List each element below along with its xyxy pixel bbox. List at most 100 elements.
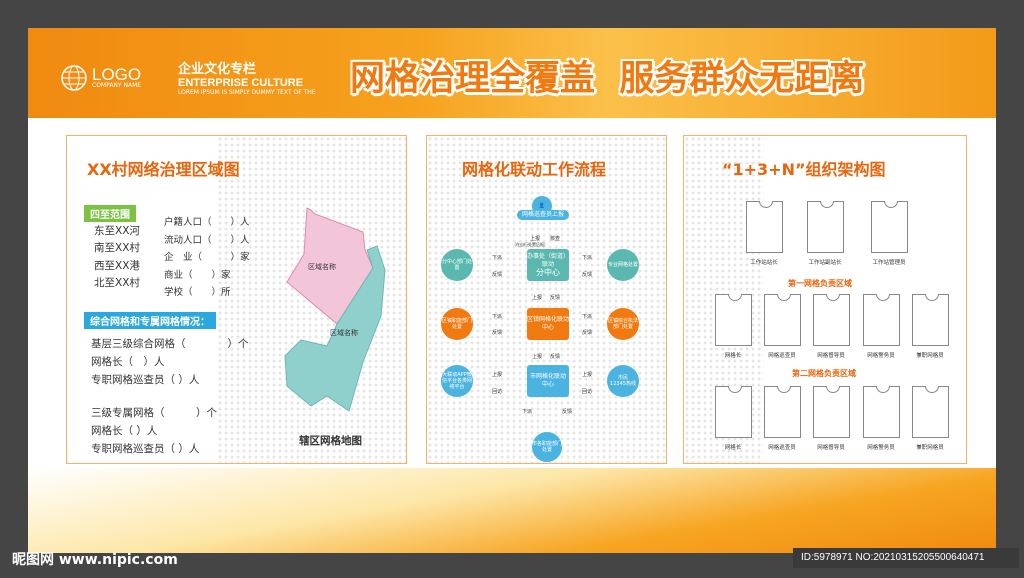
role-label: 网格巡查员 <box>768 445 796 451</box>
node-city-depts: 市各职能部门处置 <box>532 432 562 462</box>
arrow-label: 反馈 <box>550 295 561 301</box>
globe-icon <box>61 65 87 91</box>
role-label: 网格警务员 <box>867 353 895 359</box>
region-map <box>284 207 386 412</box>
arrow-label: 反馈 <box>550 354 561 360</box>
role-label: 工作站站长 <box>750 260 778 266</box>
node-inspector-report: 网格巡查员上报 <box>517 210 569 220</box>
photo-card <box>807 201 844 253</box>
arrow-label: 上报 <box>532 295 543 301</box>
node-label: 市网格化联动 <box>529 373 566 380</box>
region-map-panel: XX村网络治理区域图 四至范围 东至XX河 南至XX村 西至XX港 北至XX村 … <box>66 135 407 464</box>
stat: 户籍人口（ ）人 <box>164 217 250 228</box>
photo-card <box>764 294 801 346</box>
arrow-label: 反馈 <box>492 330 503 336</box>
column-cn: 企业文化专栏 <box>178 62 257 77</box>
slogan: 网格治理全覆盖 服务群众无距离 <box>350 59 865 99</box>
photo-card <box>871 201 908 253</box>
bound-north: 北至XX村 <box>94 277 140 289</box>
role-label: 网格督导员 <box>817 353 845 359</box>
photo-card <box>912 386 949 438</box>
arrow-label: 下派 <box>492 314 503 320</box>
stat: 企 业（ ）家 <box>164 252 250 263</box>
node-label: 办事处（街道）联动 <box>527 253 570 268</box>
arrow-label: 回访 <box>492 389 503 395</box>
node-label: 12345热线 <box>610 381 636 387</box>
note: （在自行处置后报） <box>512 242 548 247</box>
arrow-label: 回访 <box>582 389 593 395</box>
stat: 商业（ ）家 <box>164 270 231 281</box>
node-label: 中心 <box>541 381 554 388</box>
node-subcenter: 办事处（街道）联动分中心 <box>527 249 569 281</box>
arrow-label: 上报 <box>582 372 593 378</box>
watermark-id: ID:5978971 NO:20210315205500640471 <box>793 548 1019 568</box>
photo-card <box>813 294 850 346</box>
node-district-dept: 区镇职能部门处置 <box>441 308 473 340</box>
grid-stat: 基层三级综合网格（ ）个 <box>91 338 249 350</box>
map-caption: 辖区网格地图 <box>299 435 362 447</box>
photo-card <box>746 201 783 253</box>
bound-west: 西至XX港 <box>94 260 140 272</box>
dot-map-bg <box>427 136 666 463</box>
grid-tag: 综合网格和专属网格情况： <box>84 312 216 329</box>
photo-card <box>764 386 801 438</box>
column-title: 企业文化专栏 ENTERPRISE CULTURE LOREM IPSUM IS… <box>178 58 316 96</box>
node-label: 分中心 <box>536 268 560 277</box>
photo-card <box>912 294 949 346</box>
arrow-label: 反馈 <box>562 409 573 415</box>
area-label: 区域名称 <box>308 263 336 271</box>
zone-title: 第一网格负责区域 <box>788 279 852 288</box>
photo-card <box>863 386 900 438</box>
bound-south: 南至XX村 <box>94 242 140 254</box>
stat: 学校（ ）所 <box>164 287 231 298</box>
watermark-site: 昵图网 www.nipic.com <box>12 552 178 568</box>
footer-swoosh <box>28 468 996 553</box>
column-lorem: LOREM IPSUM IS SIMPLY DUMMY TEXT OF THE <box>178 89 316 96</box>
arrow-label: 上报 <box>532 354 543 360</box>
area-label: 区域名称 <box>330 329 358 337</box>
node-subcenter-dept: 分中心部门处置 <box>441 249 473 281</box>
photo-card <box>715 386 752 438</box>
role-label: 网格巡查员 <box>768 353 796 359</box>
node-app-platform: 大联动APP微信平台各类网络平台 <box>441 365 473 397</box>
bound-east: 东至XX河 <box>94 225 140 237</box>
node-label: 市民 <box>617 375 628 381</box>
arrow-label: 反馈 <box>582 272 593 278</box>
company-name: COMPANY NAME <box>92 82 142 89</box>
photo-card <box>813 386 850 438</box>
node-label: 区镇网格化联动 <box>527 316 570 323</box>
arrow-label: 反馈 <box>582 330 593 336</box>
arrow-label: 上报 <box>530 236 541 242</box>
arrow-label: 下派 <box>582 314 593 320</box>
arrow-label: 上报 <box>492 372 503 378</box>
grid-stat: 网格长（ ）人 <box>91 356 165 368</box>
photo-card <box>715 294 752 346</box>
arrow-label: 下派 <box>522 409 533 415</box>
node-district-enforcement: 区镇综合执法部门处置 <box>607 308 639 340</box>
bounds-tag: 四至范围 <box>84 205 136 222</box>
arrow-label: 反馈 <box>492 272 503 278</box>
node-professional-grid: 专业网格处置 <box>607 249 639 281</box>
arrow-label: 下派 <box>492 255 503 261</box>
node-label: 中心 <box>541 324 554 331</box>
org-chart-panel: “1+3+N”组织架构图 工作站站长工作站副站长工作站管理员网格长网格长网格巡查… <box>683 135 967 464</box>
workflow-panel: 网格化联动工作流程 👤 网格巡查员上报 上报 核查 （在自行处置后报） 办事处（… <box>426 135 667 464</box>
node-district-center: 区镇网格化联动中心 <box>527 308 569 340</box>
panel-title: 网格化联动工作流程 <box>462 160 607 179</box>
logo-text: LOGO <box>92 65 142 84</box>
grid-stat: 三级专属网格（ ）个 <box>91 407 217 419</box>
role-label: 兼职网格员 <box>916 445 944 451</box>
arrow-label: 核查 <box>550 236 561 242</box>
grid-stat: 网格长（ ）人 <box>91 425 158 437</box>
role-label: 工作站副站长 <box>808 260 842 266</box>
node-city-center: 市网格化联动中心 <box>527 365 569 397</box>
role-label: 工作站管理员 <box>872 260 906 266</box>
role-label: 网格长 <box>724 353 742 359</box>
photo-card <box>863 294 900 346</box>
grid-stat: 专职网格巡查员（ ）人 <box>91 443 200 455</box>
role-label: 网格长 <box>724 445 742 451</box>
